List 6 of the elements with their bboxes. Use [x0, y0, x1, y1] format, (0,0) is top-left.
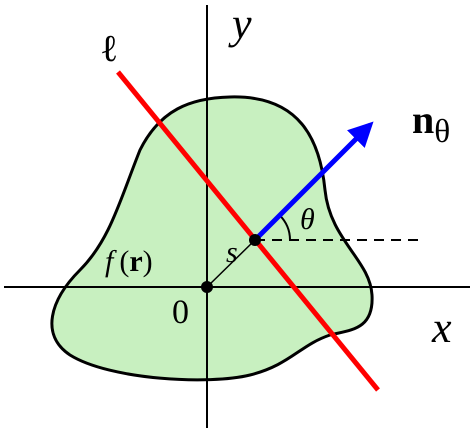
angle-label: θ — [300, 205, 315, 235]
function-label: f (r) — [105, 247, 153, 277]
axis-label: x — [432, 306, 452, 350]
line-label: ℓ — [100, 30, 118, 68]
origin-label: 0 — [172, 296, 189, 330]
vector-label: n$_{θ}$ — [412, 100, 450, 148]
